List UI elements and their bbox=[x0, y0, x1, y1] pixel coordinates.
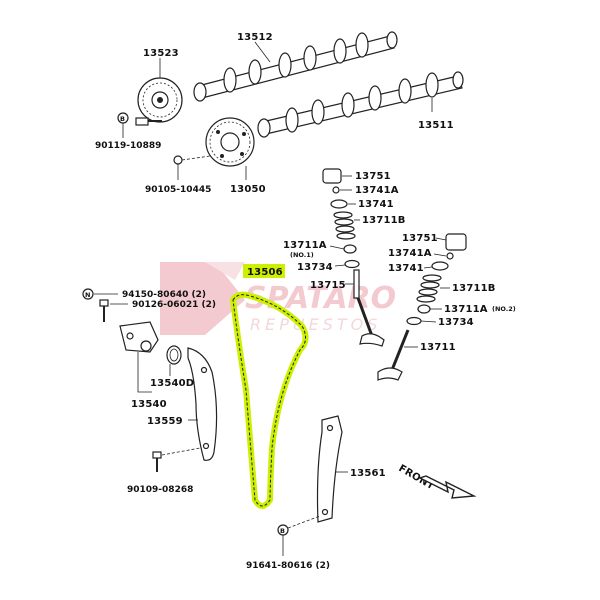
label-91641: 91641-80616 (2) bbox=[246, 561, 330, 571]
chain-slipper-13559 bbox=[187, 347, 218, 461]
label-13711A-a: 13711A bbox=[283, 240, 327, 251]
spring-13711B-no1 bbox=[333, 211, 356, 240]
label-13751-b: 13751 bbox=[402, 233, 438, 244]
seat-13711A-no1 bbox=[343, 244, 357, 254]
label-13540: 13540 bbox=[131, 399, 167, 410]
label-13751-a: 13751 bbox=[355, 171, 391, 182]
label-13506: 13506 bbox=[247, 267, 283, 278]
bolt-90109 bbox=[152, 447, 201, 472]
label-94150: 94150-80640 (2) bbox=[122, 290, 206, 300]
label-13741-a: 13741 bbox=[358, 199, 394, 210]
label-13741A-a: 13741A bbox=[355, 185, 399, 196]
label-13734-b: 13734 bbox=[438, 317, 474, 328]
label-13711A-b: 13711A bbox=[444, 304, 488, 315]
camshaft-13511 bbox=[257, 71, 464, 138]
label-13734-a: 13734 bbox=[297, 262, 333, 273]
spring-13711B-no2 bbox=[416, 274, 442, 303]
label-90109: 90109-08268 bbox=[127, 485, 193, 495]
label-13559: 13559 bbox=[147, 416, 183, 427]
label-13506-highlight bbox=[243, 264, 285, 278]
watermark-logo-shape bbox=[160, 262, 245, 335]
label-90105: 90105-10445 bbox=[145, 185, 211, 195]
keeper-13741A-no1 bbox=[332, 186, 340, 194]
watermark-sub: REPUESTOS bbox=[250, 315, 381, 334]
seat-13711A-no2 bbox=[417, 304, 431, 314]
front-arrow: FRONT bbox=[397, 463, 477, 499]
label-13523: 13523 bbox=[143, 48, 179, 59]
svg-text:B: B bbox=[120, 115, 125, 123]
keeper-13741A-no2 bbox=[446, 252, 454, 260]
vvt-gear-13050 bbox=[205, 117, 255, 167]
bolt-90126 bbox=[99, 299, 109, 322]
marker-n-circle bbox=[82, 288, 94, 300]
seal-13734-no2 bbox=[406, 316, 422, 326]
label-13561: 13561 bbox=[350, 468, 386, 479]
bolt-90119 bbox=[135, 117, 162, 126]
valve-guide-13715 bbox=[353, 269, 360, 299]
svg-text:N: N bbox=[85, 291, 90, 299]
watermark: SPATARO REPUESTOS bbox=[160, 262, 396, 335]
chain-guide-13561 bbox=[316, 415, 343, 523]
label-no1: (NO.1) bbox=[290, 251, 314, 259]
label-13711B-b: 13711B bbox=[452, 283, 496, 294]
label-13715: 13715 bbox=[310, 280, 346, 291]
gasket-13540D bbox=[166, 345, 182, 365]
seal-13734-no1 bbox=[344, 259, 360, 269]
retainer-13741-no1 bbox=[330, 199, 348, 209]
svg-text:B: B bbox=[280, 527, 285, 535]
label-13540D: 13540D bbox=[150, 378, 194, 389]
label-13711B-a: 13711B bbox=[362, 215, 406, 226]
sprocket-13523 bbox=[137, 77, 183, 123]
retainer-13741-no2 bbox=[431, 261, 449, 271]
label-90126: 90126-06021 (2) bbox=[132, 300, 216, 310]
valve-lifter-13751-no2 bbox=[445, 233, 467, 251]
label-13512: 13512 bbox=[237, 32, 273, 43]
camshaft-13512 bbox=[193, 31, 398, 102]
watermark-brand: SPATARO bbox=[245, 281, 396, 316]
label-90119: 90119-10889 bbox=[95, 141, 161, 151]
timing-chain-13506 bbox=[230, 291, 309, 509]
label-13741-b: 13741 bbox=[388, 263, 424, 274]
label-13741A-b: 13741A bbox=[388, 248, 432, 259]
valve-no1 bbox=[356, 297, 385, 347]
bolt-90105 bbox=[173, 155, 211, 165]
valve-13711 bbox=[377, 329, 410, 381]
label-13050: 13050 bbox=[230, 184, 266, 195]
label-13711: 13711 bbox=[420, 342, 456, 353]
label-no2: (NO.2) bbox=[492, 305, 516, 313]
valve-lifter-13751-no1 bbox=[322, 168, 342, 184]
tensioner-13540 bbox=[119, 321, 159, 353]
label-13511: 13511 bbox=[418, 120, 454, 131]
